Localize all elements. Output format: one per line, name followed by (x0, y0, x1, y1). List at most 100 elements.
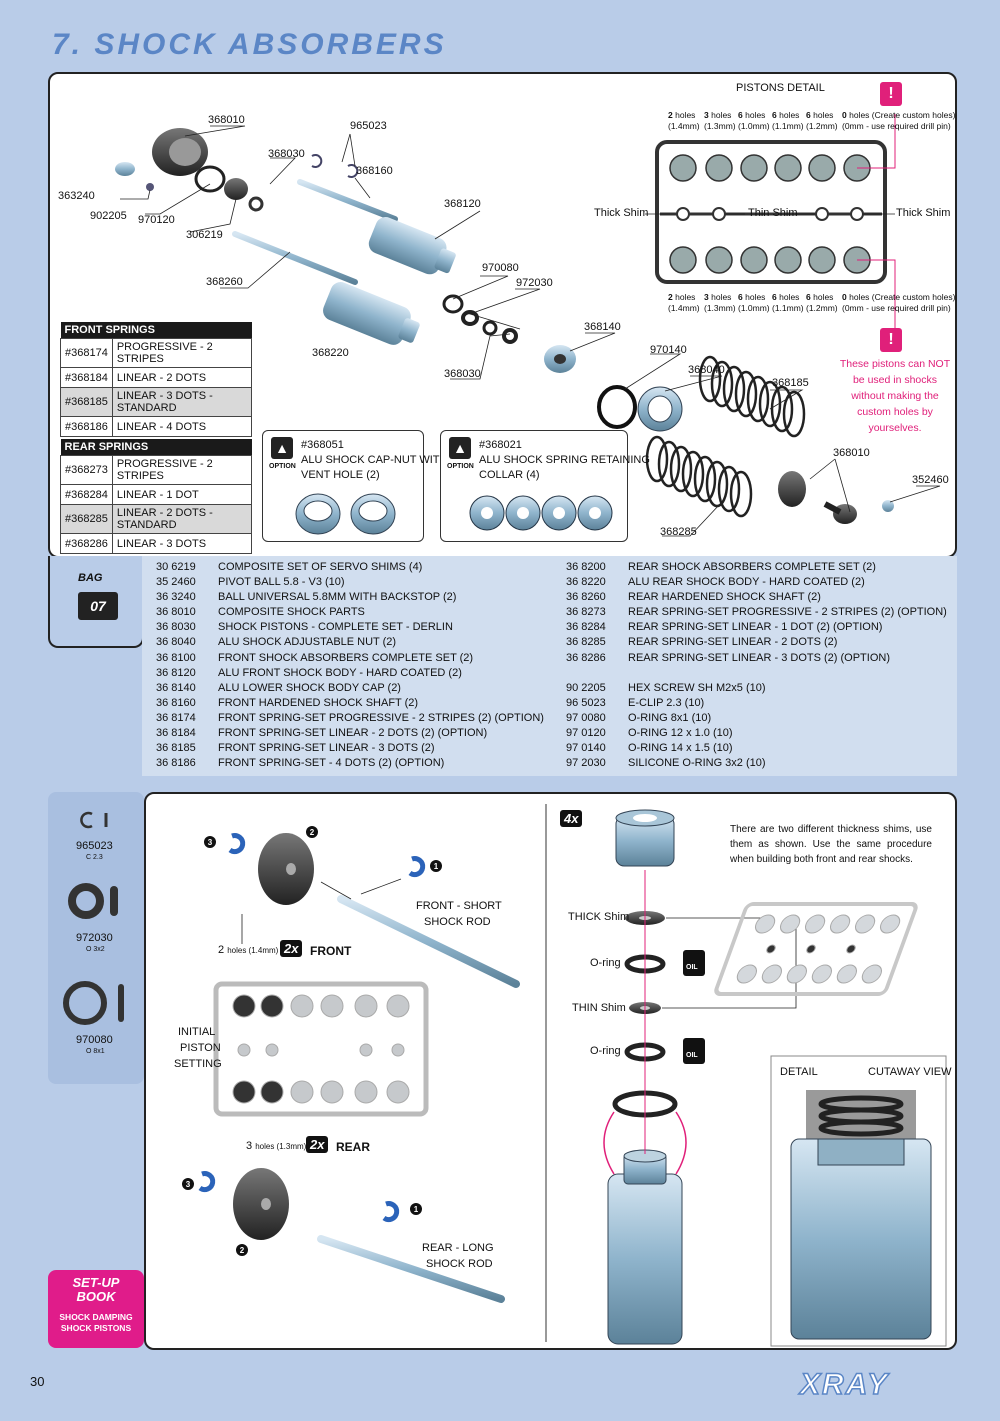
front-holes-label: 2 holes (1.4mm) (218, 944, 278, 956)
collar-drawing (469, 495, 613, 531)
spring-code: #368285 (60, 504, 113, 534)
spring-desc: LINEAR - 2 DOTS - STANDARD (111, 504, 253, 534)
o-ring-14 (597, 385, 637, 429)
part-label: 368220 (312, 347, 349, 359)
setup-book-title: SET-UP (72, 1275, 120, 1290)
spring-desc: LINEAR - 3 DOTS - STANDARD (111, 387, 253, 417)
piston-sprue (645, 114, 896, 329)
thick-shim-label: Thick Shim (896, 207, 951, 219)
piston (482, 320, 498, 336)
holes-count: 3 (704, 292, 709, 302)
part-label: 306219 (186, 229, 223, 241)
lower-shock-cap (544, 345, 576, 373)
cutaway-detail (770, 1055, 947, 1347)
holes-size: (1.2mm) (806, 303, 838, 313)
holes-size: (0mm - use required drill pin) (842, 121, 951, 131)
initial-setting-label: SETTING (174, 1058, 222, 1070)
spring-code: #368284 (60, 484, 113, 505)
bag-icon: 07 (78, 592, 118, 620)
part-label: 368120 (444, 198, 481, 210)
spring-desc: LINEAR - 4 DOTS (111, 416, 253, 437)
part-label: 970140 (650, 344, 687, 356)
setup-book-title: BOOK (76, 1289, 116, 1304)
rear-rod-label: REAR - LONG (422, 1242, 494, 1254)
holes-size: (1.1mm) (772, 121, 804, 131)
ball-universal (115, 162, 135, 176)
holes-size: (1.0mm) (738, 121, 770, 131)
part-label: 352460 (912, 474, 949, 486)
bag-number: 07 (90, 598, 106, 614)
part-label: 368260 (206, 276, 243, 288)
holes-size: (1.4mm) (668, 303, 700, 313)
part-label: 965023 (350, 120, 387, 132)
side-part-sub: O 8x1 (86, 1048, 105, 1055)
detail-label: DETAIL (780, 1066, 818, 1078)
holes-size: holes (1.3mm) (255, 1142, 307, 1151)
ball-end (778, 471, 857, 524)
holes-word: holes (745, 292, 766, 302)
side-part-code: 970080 (76, 1034, 113, 1046)
side-part-sub: C 2.3 (86, 854, 103, 861)
oil-icon (683, 1038, 705, 1064)
brand-logo: XRAY (799, 1367, 890, 1402)
spring-desc: PROGRESSIVE - 2 STRIPES (111, 338, 253, 368)
option-desc: ALU SHOCK SPRING RETAINING (479, 454, 650, 466)
thumbs-up-icon: ▲ (449, 437, 471, 459)
holes-count: 0 (842, 292, 847, 302)
holes-word: holes (779, 110, 800, 120)
part-label: 972030 (516, 277, 553, 289)
holes-word: holes (Create custom holes) (849, 292, 956, 302)
e-clip-icon (347, 164, 359, 178)
option-box-cap-nut: ▲ OPTION #368051 ALU SHOCK CAP-NUT WITH … (262, 430, 447, 542)
spring-code: #368273 (60, 455, 113, 485)
pistons-detail-title: PISTONS DETAIL (736, 82, 825, 94)
front-multiplier: 2x (280, 940, 303, 957)
holes-word: holes (813, 110, 834, 120)
setup-book-badge: SET-UP BOOK SHOCK DAMPING SHOCK PISTONS (48, 1270, 144, 1348)
front-spring (698, 355, 806, 438)
assembly-panel: 3 2 1 3 2 1 (144, 792, 957, 1350)
holes-count: 6 (738, 110, 743, 120)
shim-sprue (714, 902, 918, 996)
part-label: 368040 (688, 364, 725, 376)
spring-code: #368185 (60, 387, 113, 417)
quantity-badge: 4x (560, 810, 583, 827)
oil-icon (683, 950, 705, 976)
option-box-collar: ▲ OPTION #368021 ALU SHOCK SPRING RETAIN… (440, 430, 650, 542)
spring-desc: LINEAR - 1 DOT (111, 484, 253, 505)
option-tag: OPTION (269, 463, 296, 470)
exploded-view-drawing (115, 114, 941, 537)
pistons-warning-text: These pistons can NOT be used in shocks … (839, 358, 951, 434)
thin-shim-label: THIN Shim (572, 1002, 626, 1014)
assembly-note: There are two different thickness shims,… (730, 824, 932, 865)
side-part-sub: O 3x2 (86, 946, 105, 953)
part-label: 368140 (584, 321, 621, 333)
rear-rod-label: SHOCK ROD (426, 1258, 493, 1270)
exploded-view-panel: PISTONS DETAIL ! ! 2 holes(1.4mm) 3 hole… (48, 72, 957, 558)
rear-multiplier: 2x (306, 1136, 329, 1153)
oil-label: OIL (686, 1052, 698, 1059)
option-desc: ALU SHOCK CAP-NUT WITH (301, 454, 448, 466)
oil-label: OIL (686, 964, 698, 971)
o-ring-label: O-ring (590, 957, 621, 969)
pivot-ball (882, 500, 894, 512)
o-ring-3x2-icon (68, 883, 118, 919)
side-part-code: 965023 (76, 840, 113, 852)
